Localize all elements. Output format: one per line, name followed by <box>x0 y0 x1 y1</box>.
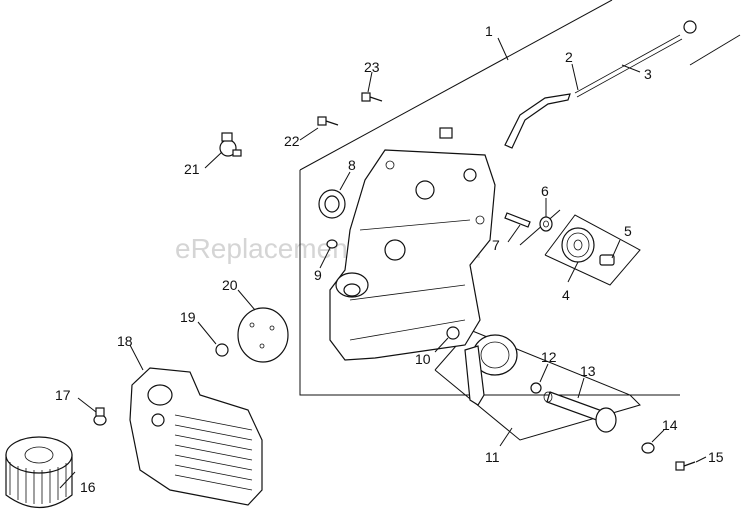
callout-21: 21 <box>184 161 200 177</box>
shaft-pin <box>504 212 531 228</box>
fitting-17 <box>93 407 107 426</box>
dipstick <box>574 20 697 98</box>
callout-8: 8 <box>348 157 356 173</box>
callout-6: 6 <box>541 183 549 199</box>
callout-20: 20 <box>222 277 238 293</box>
ring-12 <box>530 382 542 394</box>
group-4-frame <box>544 214 641 286</box>
screw-22 <box>317 116 339 126</box>
callout-14: 14 <box>662 417 678 433</box>
oil-seal <box>318 189 346 219</box>
gasket-20 <box>237 307 289 363</box>
callout-11: 11 <box>485 449 500 465</box>
oil-cooler <box>129 367 263 506</box>
callout-19: 19 <box>180 309 196 325</box>
plug-19 <box>215 343 229 357</box>
leader-lines <box>59 37 707 489</box>
washer-6 <box>539 216 553 232</box>
callout-7: 7 <box>492 237 500 253</box>
callout-17: 17 <box>55 387 71 403</box>
callout-22: 22 <box>284 133 300 149</box>
callout-9: 9 <box>314 267 322 283</box>
washer-14 <box>641 442 655 454</box>
callout-4: 4 <box>562 287 570 303</box>
governor-gear <box>464 334 518 406</box>
screw-15 <box>675 461 696 471</box>
oil-sensor <box>219 132 242 157</box>
governor-shaft <box>543 391 617 433</box>
callout-5: 5 <box>624 223 632 239</box>
o-ring-10 <box>446 326 460 340</box>
callout-15: 15 <box>708 449 724 465</box>
pin-5 <box>599 254 615 266</box>
callout-23: 23 <box>364 59 380 75</box>
callout-10: 10 <box>415 351 431 367</box>
callouts: 1 2 3 4 5 6 7 8 9 10 11 12 13 14 15 16 1… <box>55 23 724 495</box>
callout-1: 1 <box>485 23 493 39</box>
callout-2: 2 <box>565 49 573 65</box>
gear-4 <box>561 227 595 263</box>
callout-12: 12 <box>541 349 557 365</box>
screw-23 <box>361 92 383 102</box>
dipstick-tube <box>504 93 571 149</box>
oil-filter <box>5 436 73 508</box>
callout-3: 3 <box>644 66 652 82</box>
callout-18: 18 <box>117 333 133 349</box>
callout-16: 16 <box>80 479 96 495</box>
plug-9 <box>326 239 338 249</box>
closure-plate <box>329 127 496 361</box>
callout-13: 13 <box>580 363 596 379</box>
